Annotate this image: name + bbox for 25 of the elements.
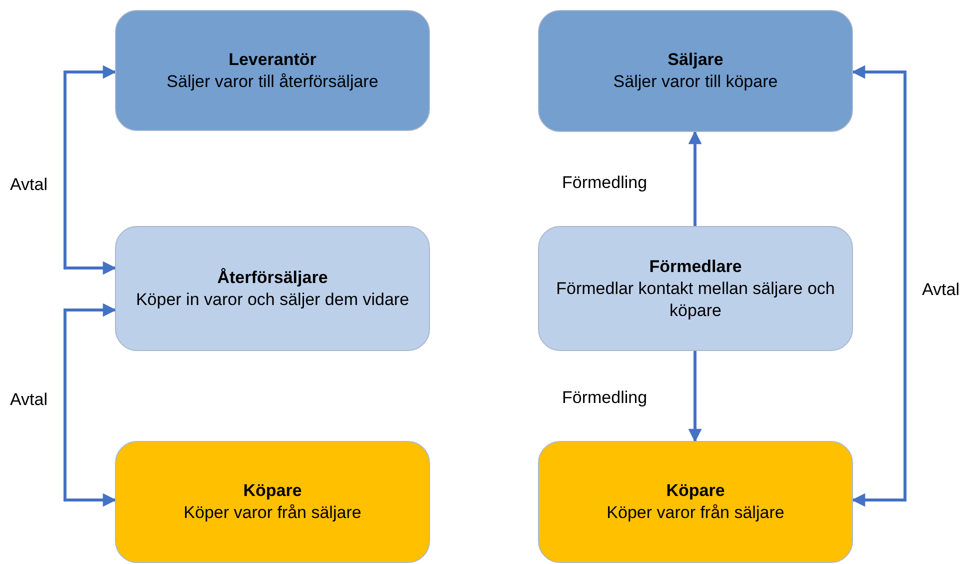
box-heading: Leverantör [228, 48, 316, 70]
process-box [115, 226, 430, 351]
edge-label: Förmedling [562, 388, 648, 408]
edge-label: Förmedling [562, 173, 648, 193]
arrow [688, 351, 702, 442]
box-heading: Förmedlare [649, 256, 742, 278]
process-box [538, 441, 853, 563]
process-box [115, 441, 430, 563]
box-heading: Säljare [668, 49, 724, 71]
arrow [64, 303, 116, 507]
process-box [115, 10, 430, 131]
arrow [852, 65, 906, 507]
box-description: Köper in varor och säljer dem vidare [136, 288, 410, 310]
box-description: Säljer varor till återförsäljare [166, 70, 378, 92]
box-description: Förmedlar kontakt mellan säljare och köpare [555, 278, 836, 322]
process-box [538, 10, 853, 132]
arrow [688, 130, 702, 226]
box-heading: Köpare [243, 480, 302, 502]
box-description: Säljer varor till köpare [613, 71, 778, 93]
box-description: Köper varor från säljare [184, 502, 362, 524]
box-heading: Återförsäljare [217, 266, 328, 288]
box-description: Köper varor från säljare [606, 502, 784, 524]
arrow [64, 65, 116, 275]
process-box [538, 226, 853, 351]
box-heading: Köpare [666, 480, 725, 502]
